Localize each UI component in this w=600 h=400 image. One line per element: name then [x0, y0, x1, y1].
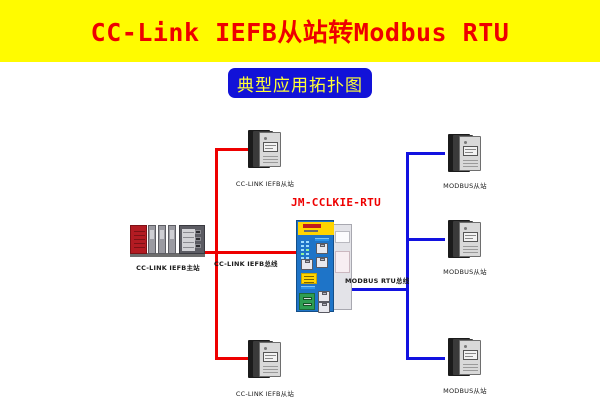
cclink-bus-branch-middle — [215, 251, 297, 254]
plc-rail — [130, 253, 205, 257]
gateway-front-panel — [296, 220, 334, 313]
subtitle-label: 典型应用拓扑图 — [237, 75, 363, 96]
cclink-master-label: CC-LINK IEFB主站 — [136, 264, 200, 272]
cclink-slave-device — [248, 340, 282, 378]
modbus-slave-label: MODBUS从站 — [443, 387, 487, 395]
gateway-brand-label — [298, 222, 334, 235]
modbus-slave-label: MODBUS从站 — [443, 182, 487, 190]
gateway-side-panel — [332, 224, 352, 310]
cclink-slave-label: CC-LINK IEFB从站 — [235, 390, 295, 398]
gateway-ethernet-port — [301, 259, 313, 270]
modbus-slave-label: MODBUS从站 — [443, 268, 487, 276]
cclink-bus-label: CC-LINK IEFB总线 — [214, 260, 278, 268]
cclink-master-plc — [130, 225, 205, 257]
cclink-slave-label: CC-LINK IEFB从站 — [235, 180, 295, 188]
cclink-bus-branch-bottom — [215, 357, 248, 360]
page-title: CC-Link IEFB从站转Modbus RTU — [90, 18, 510, 47]
plc-io-module — [168, 225, 176, 254]
gateway-model-sticker — [301, 273, 317, 284]
modbus-bus-branch-middle — [406, 238, 445, 241]
plc-power-module — [130, 225, 147, 254]
plc-cpu-module — [179, 225, 205, 254]
topology-diagram: CC-LINK IEFB主站 CC-LINK IEFB从站 CC-LINK IE… — [0, 100, 600, 400]
gateway-power-terminal — [299, 293, 315, 310]
gateway-ethernet-port — [316, 243, 328, 254]
cclink-slave-device — [248, 130, 282, 168]
cclink-master-link — [196, 251, 218, 254]
gateway-ethernet-port — [318, 302, 330, 313]
modbus-bus-branch-bottom — [406, 357, 445, 360]
gateway-model-label: JM-CCLKIE-RTU — [291, 196, 381, 209]
gateway-ethernet-port — [318, 291, 330, 302]
plc-io-module — [148, 225, 156, 254]
cclink-bus-branch-top — [215, 148, 248, 151]
subtitle-badge: 典型应用拓扑图 — [228, 68, 372, 98]
modbus-slave-device — [448, 220, 482, 258]
modbus-gateway-link — [352, 288, 409, 291]
title-banner: CC-Link IEFB从站转Modbus RTU — [0, 0, 600, 62]
modbus-bus-label: MODBUS RTU总线 — [345, 277, 410, 285]
modbus-slave-device — [448, 134, 482, 172]
modbus-bus-trunk — [406, 152, 409, 360]
modbus-bus-branch-top — [406, 152, 445, 155]
modbus-slave-device — [448, 338, 482, 376]
plc-io-module — [158, 225, 166, 254]
gateway-device — [296, 220, 354, 313]
cclink-bus-trunk — [215, 148, 218, 360]
gateway-ethernet-port — [316, 257, 328, 268]
